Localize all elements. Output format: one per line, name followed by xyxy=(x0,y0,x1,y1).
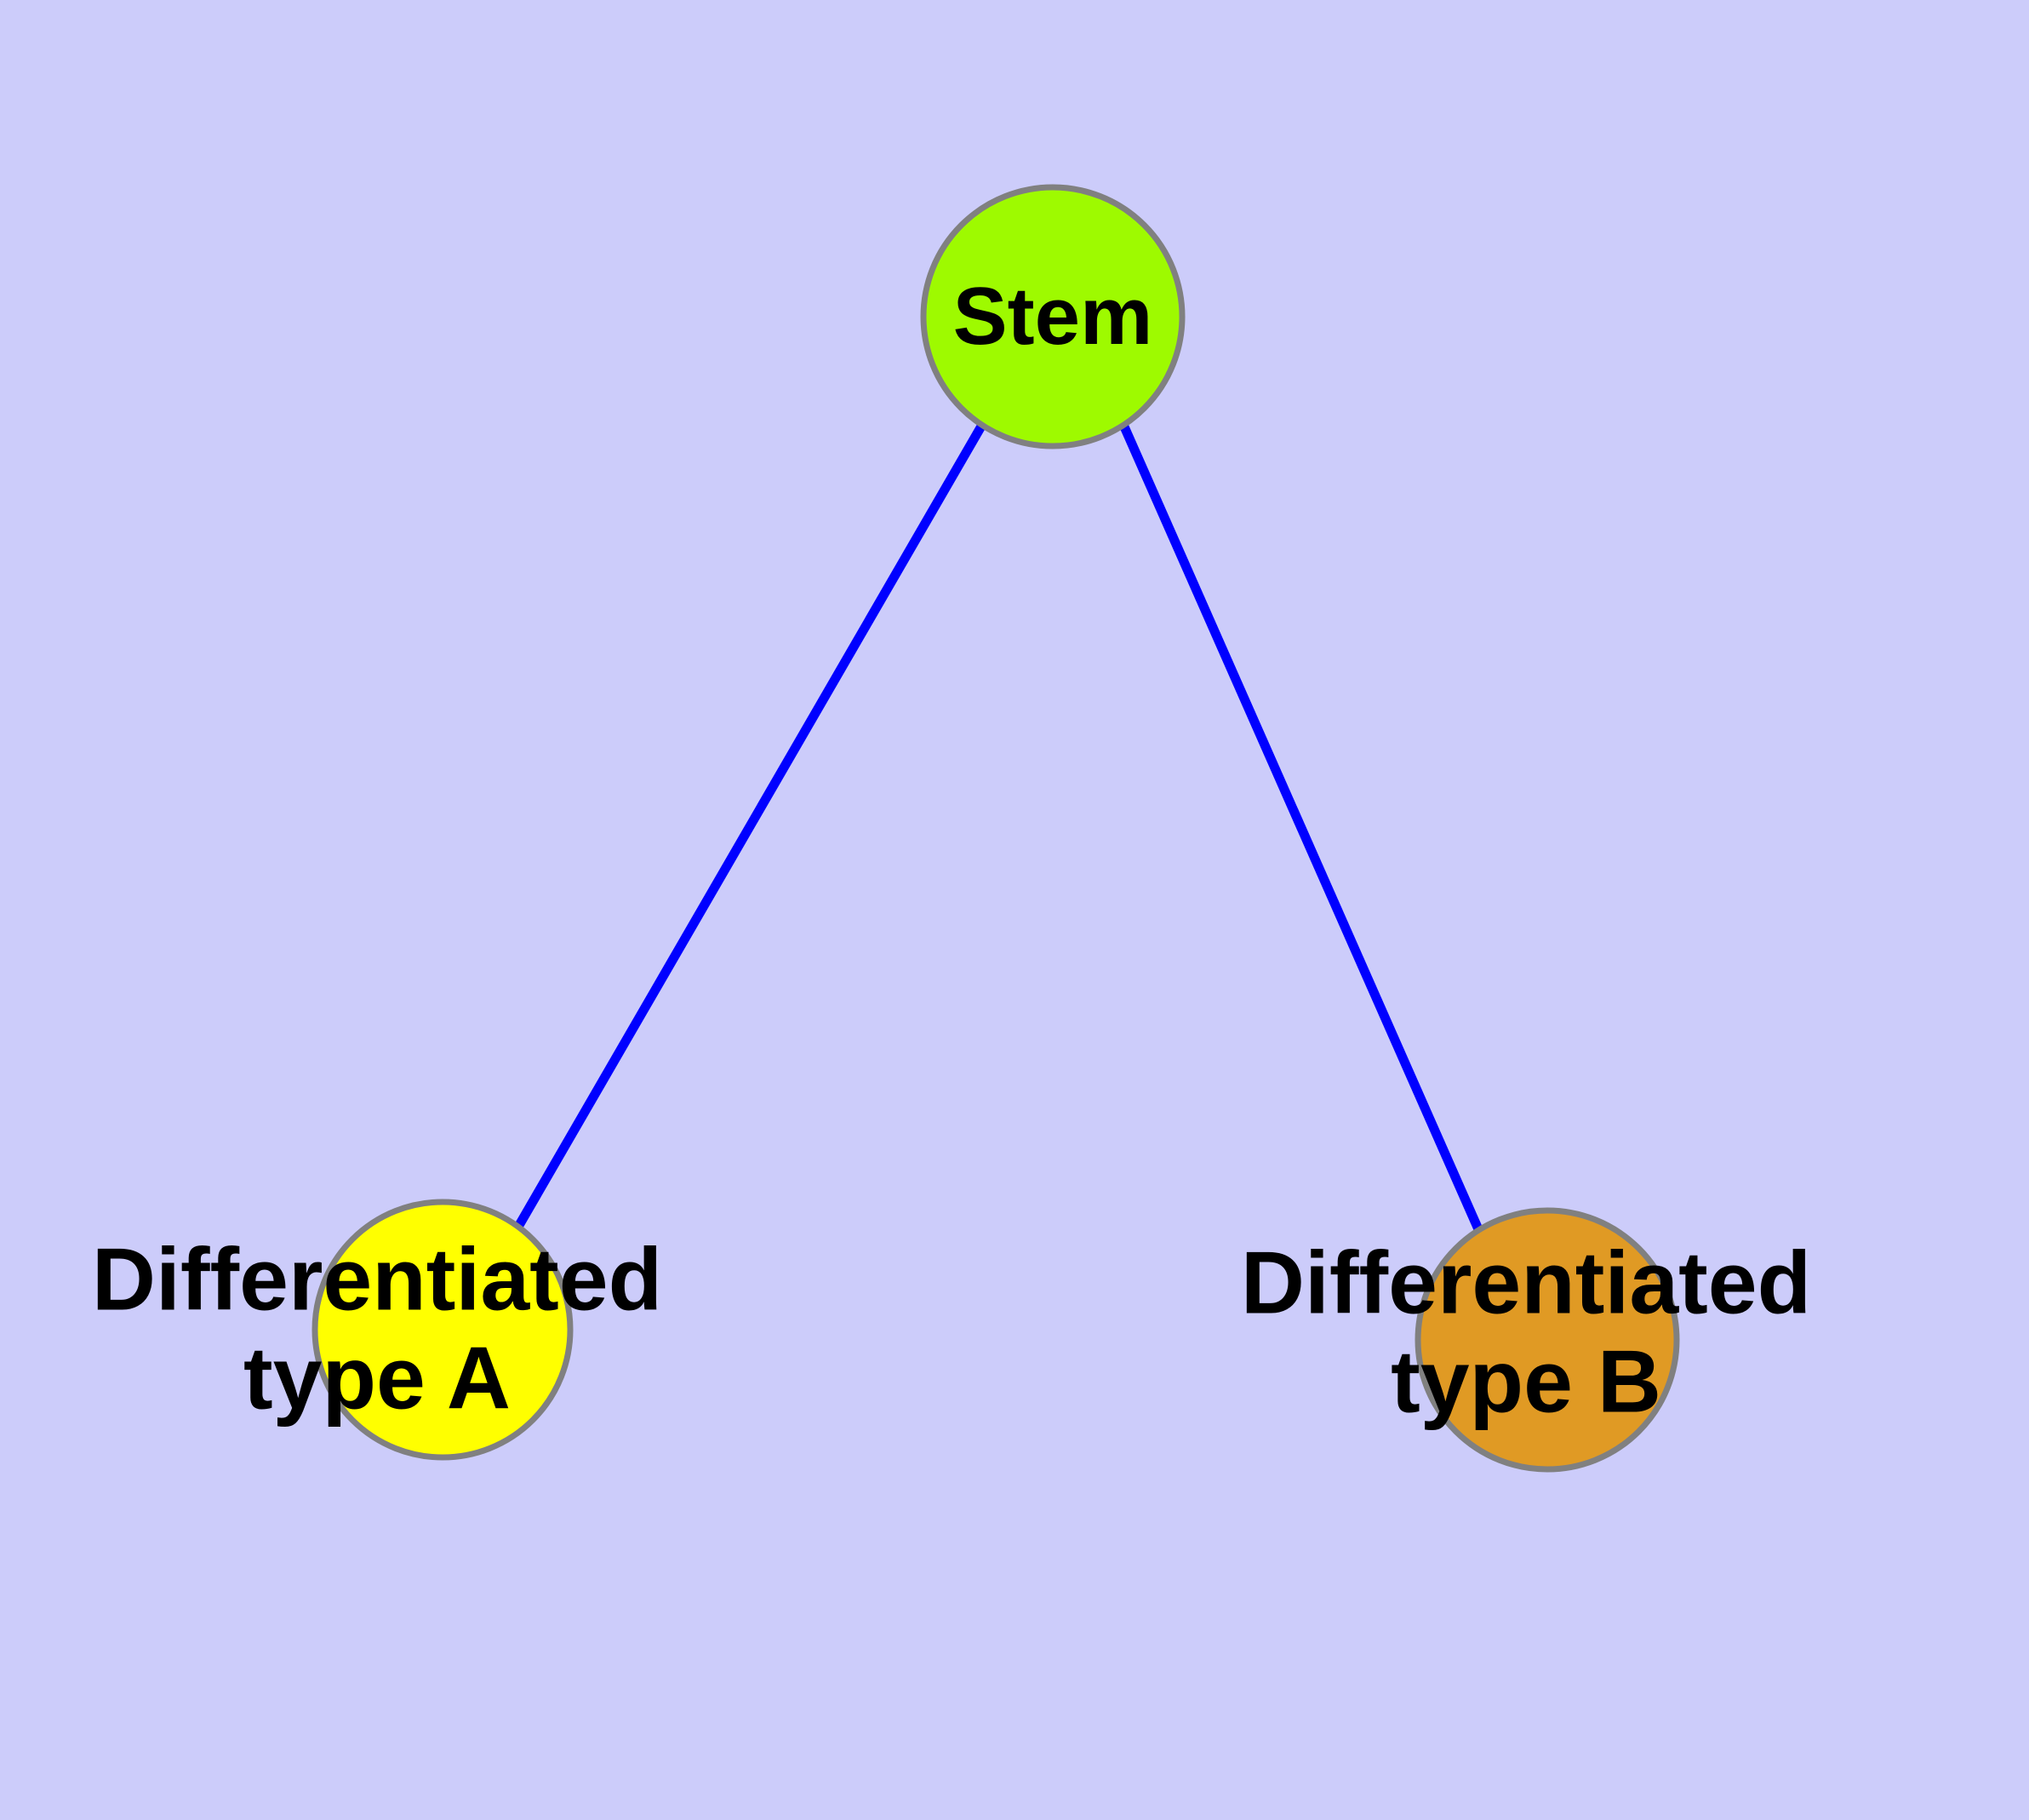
node-differentiated-type-b[interactable] xyxy=(1415,1207,1680,1473)
node-stem[interactable] xyxy=(920,184,1186,449)
edges-group xyxy=(514,422,1483,1232)
edge-stem-to-type-b xyxy=(1118,422,1483,1232)
node-differentiated-type-a[interactable] xyxy=(311,1199,574,1461)
nodes-group xyxy=(311,184,1680,1473)
edge-stem-to-type-a xyxy=(514,422,986,1229)
